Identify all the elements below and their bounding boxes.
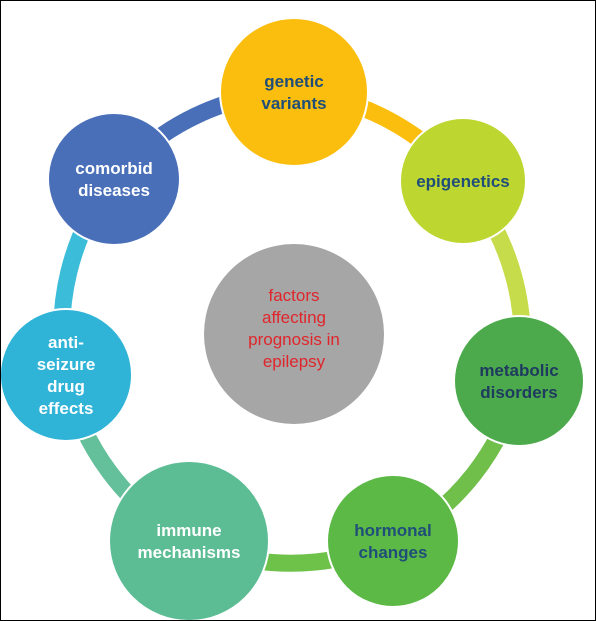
center-label-line-1: factors <box>268 286 319 305</box>
center-circle <box>204 244 384 424</box>
node-label-metabolic-disorders-line-2: disorders <box>480 383 557 402</box>
center-node: factors affecting prognosis in epilepsy <box>204 244 384 424</box>
center-label-line-4: epilepsy <box>263 352 326 371</box>
node-genetic-variants: genetic variants <box>219 17 369 167</box>
node-label-anti-seizure-drug-effects-line-4: effects <box>39 399 94 418</box>
node-label-hormonal-changes-line-2: changes <box>359 543 428 562</box>
node-label-anti-seizure-drug-effects-line-1: anti- <box>48 333 84 352</box>
node-circle-immune-mechanisms <box>108 460 270 620</box>
center-layer: factors affecting prognosis in epilepsy <box>204 244 384 424</box>
node-hormonal-changes: hormonal changes <box>326 474 460 608</box>
node-label-anti-seizure-drug-effects-line-3: drug <box>47 377 85 396</box>
node-epigenetics: epigenetics <box>399 117 527 245</box>
node-label-epigenetics-line-1: epigenetics <box>416 172 510 191</box>
node-layer: genetic variants epigenetics metabolic disor… <box>1 17 585 620</box>
node-circle-genetic-variants <box>219 17 369 167</box>
node-metabolic-disorders: metabolic disorders <box>453 315 585 447</box>
node-label-genetic-variants-line-2: variants <box>261 94 326 113</box>
node-label-metabolic-disorders-line-1: metabolic <box>479 361 558 380</box>
node-label-comorbid-diseases-line-2: diseases <box>78 181 150 200</box>
node-immune-mechanisms: immune mechanisms <box>108 460 270 620</box>
node-circle-metabolic-disorders <box>453 315 585 447</box>
node-anti-seizure-drug-effects: anti-seizure drug effects <box>1 308 133 442</box>
node-label-genetic-variants-line-1: genetic <box>264 72 324 91</box>
node-circle-hormonal-changes <box>326 474 460 608</box>
node-label-hormonal-changes-line-1: hormonal <box>354 521 431 540</box>
node-label-immune-mechanisms-line-1: immune <box>156 521 221 540</box>
node-label-anti-seizure-drug-effects-line-2: seizure <box>37 355 96 374</box>
node-circle-epigenetics <box>399 117 527 245</box>
node-label-comorbid-diseases-line-1: comorbid <box>75 159 152 178</box>
node-comorbid-diseases: comorbid diseases <box>47 112 181 246</box>
node-circle-comorbid-diseases <box>47 112 181 246</box>
center-label-line-2: affecting <box>262 308 326 327</box>
node-label-immune-mechanisms-line-2: mechanisms <box>138 543 241 562</box>
center-label-line-3: prognosis in <box>248 330 340 349</box>
node-circle-anti-seizure-drug-effects <box>1 308 133 442</box>
